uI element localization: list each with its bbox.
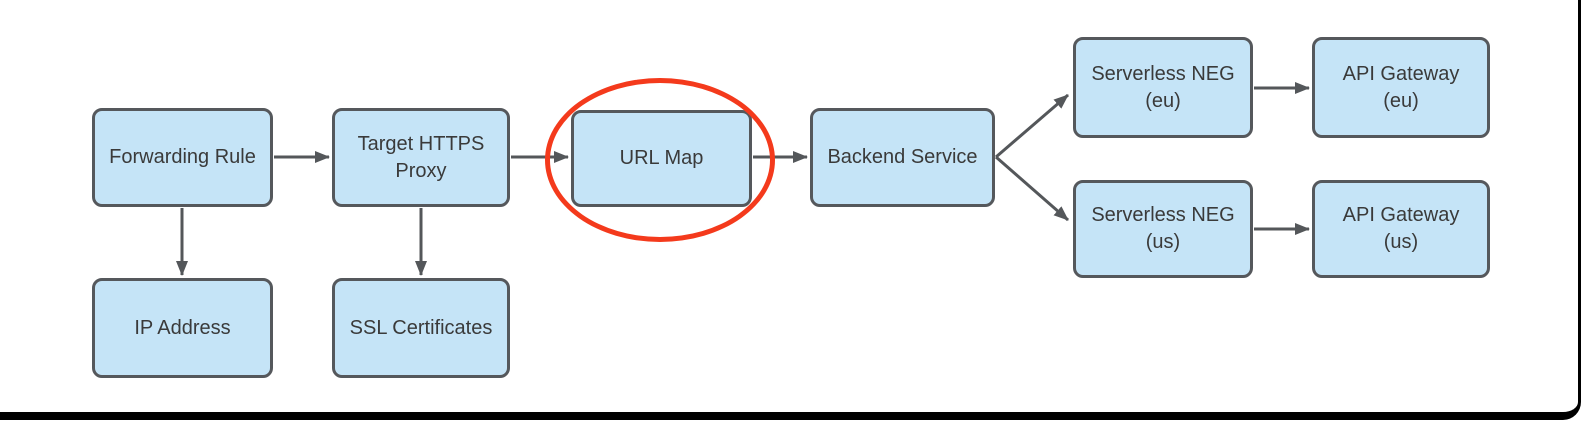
- node-api-gateway-us: API Gateway (us): [1312, 180, 1490, 278]
- node-target-https-proxy: Target HTTPS Proxy: [332, 108, 510, 207]
- node-serverless-neg-eu: Serverless NEG (eu): [1073, 37, 1253, 138]
- node-backend-service: Backend Service: [810, 108, 995, 207]
- node-ip-address: IP Address: [92, 278, 273, 378]
- edge-backend-service-to-serverless-neg-us: [995, 155, 1069, 222]
- node-ssl-certificates: SSL Certificates: [332, 278, 510, 378]
- node-forwarding-rule: Forwarding Rule: [92, 108, 273, 207]
- node-url-map: URL Map: [571, 110, 752, 207]
- node-serverless-neg-us: Serverless NEG (us): [1073, 180, 1253, 278]
- edge-backend-service-to-serverless-neg-eu: [995, 93, 1069, 159]
- node-api-gateway-eu: API Gateway (eu): [1312, 37, 1490, 138]
